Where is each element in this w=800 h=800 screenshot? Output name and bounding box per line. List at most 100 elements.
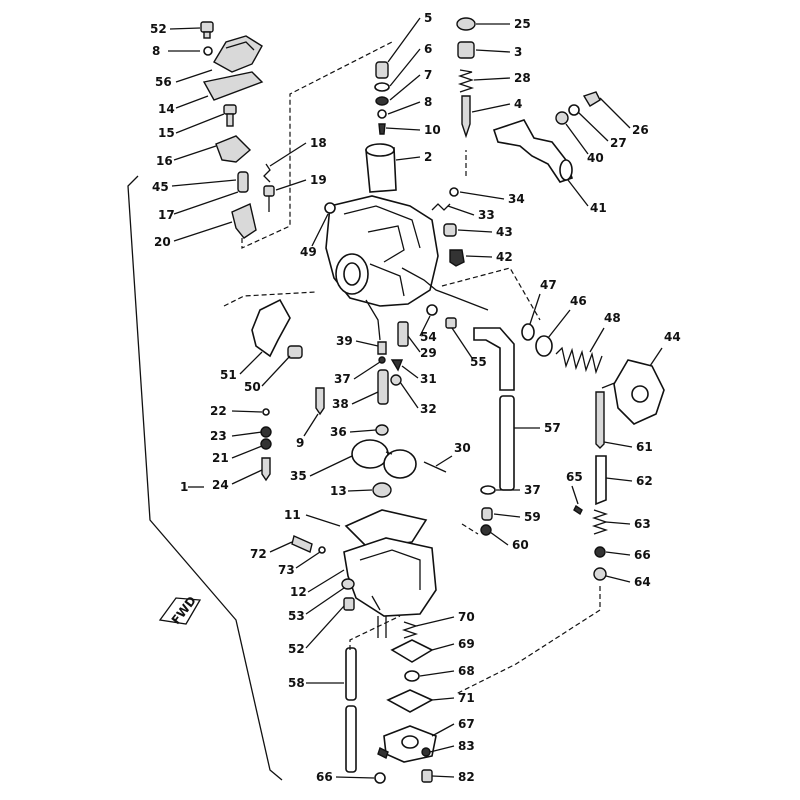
leader-line-p47 [529,293,541,325]
leader-line-p48 [589,327,605,353]
part-label-p41: 41 [590,201,607,215]
leader-line-p72 [269,541,293,553]
leader-line-p29 [407,335,421,353]
part-label-p64: 64 [634,575,651,589]
leader-line-p5 [387,17,421,63]
leader-line-p82 [431,775,455,778]
part-48-return-spring [555,346,603,375]
part-label-p7: 7 [424,68,432,82]
part-43-screw [443,223,457,237]
part-label-p65: 65 [566,470,583,484]
leader-line-p40 [565,123,589,155]
part-61-adjust-screw [595,391,605,449]
part-36-main-jet [375,424,389,436]
part-44-throttle-shaft [601,359,665,425]
leader-line-p70 [415,616,455,627]
leader-line-p53 [305,587,345,615]
leader-line-p59 [493,513,521,518]
part-label-p66a: 66 [634,548,651,562]
part-51-lever [251,298,291,358]
part-18-spring-clip [263,163,271,183]
leader-line-p56 [175,69,213,83]
part-30-float-pin [423,461,447,473]
leader-line-p71 [431,697,455,701]
part-label-p33: 33 [478,208,495,222]
leader-line-p16 [173,145,217,161]
part-label-p54: 54 [420,330,437,344]
part-82-screw [421,769,433,783]
part-32-oring [390,374,402,386]
leader-line-p28 [473,77,511,81]
part-8-washer [203,46,213,56]
guide-line-drain [461,523,479,535]
leader-line-p36 [349,429,377,433]
carburetor-body [325,195,489,341]
leader-line-p69 [431,643,455,651]
part-38-needle-jet [377,369,389,405]
part-label-p37a: 37 [334,372,351,386]
leader-line-p6 [389,48,421,87]
part-33-spring [431,203,451,211]
part-54-washer [426,304,438,316]
part-label-p37b: 37 [524,483,541,497]
assembly-bracket-line [127,175,283,781]
part-label-p31: 31 [420,372,437,386]
part-label-p71: 71 [458,691,475,705]
part-label-p25: 25 [514,17,531,31]
leader-line-p46 [547,309,571,339]
part-label-p39: 39 [336,334,353,348]
part-42-cap [449,249,465,267]
part-label-p58: 58 [288,676,305,690]
leader-line-p3 [475,49,511,53]
part-labels: 5285614151645172018195678102253284262740… [150,11,681,784]
leader-line-p42 [465,255,493,258]
part-label-p61: 61 [636,440,653,454]
leader-line-p27 [577,111,609,142]
part-label-p27: 27 [610,136,627,150]
part-72-screw [291,535,313,553]
leader-line-p41 [567,179,589,207]
part-37b-oring [480,485,496,495]
part-label-p47: 47 [540,278,557,292]
part-label-p49: 49 [300,245,317,259]
leader-line-p24 [231,469,263,485]
leader-line-p51 [239,351,263,375]
part-label-p21: 21 [212,451,229,465]
leader-line-p12 [307,569,345,593]
part-label-p66b: 66 [316,770,333,784]
part-68-oring [404,670,420,682]
leader-line-p22 [231,410,263,413]
guide-line-accelerator [455,586,601,695]
part-53-jet [341,578,355,590]
part-label-p32: 32 [420,402,437,416]
part-52-cap-screw [200,21,214,39]
part-label-p20: 20 [154,235,171,249]
part-34-oring [449,187,459,197]
part-11-bowl-gasket [344,509,428,549]
part-label-p72: 72 [250,547,267,561]
part-label-p35: 35 [290,469,307,483]
part-label-p16: 16 [156,154,173,168]
leader-line-p35 [309,455,353,477]
part-label-p45: 45 [152,180,169,194]
part-label-p13: 13 [330,484,347,498]
part-label-p82: 82 [458,770,475,784]
part-5-spring-seat [375,61,389,79]
part-16-plate [215,135,252,163]
part-label-p51: 51 [220,368,237,382]
part-label-p29: 29 [420,346,437,360]
part-label-p28: 28 [514,71,531,85]
part-70-spring [401,621,419,639]
leader-line-p10 [385,127,421,131]
leader-line-p4 [471,103,511,113]
leader-line-p66a [605,551,631,556]
part-label-p67: 67 [458,717,475,731]
part-label-p10: 10 [424,123,441,137]
part-label-p8b: 8 [424,95,432,109]
part-label-p56: 56 [155,75,172,89]
part-47-washer [521,323,535,341]
part-label-p6: 6 [424,42,432,56]
part-label-p62: 62 [636,474,653,488]
leader-line-p30 [435,455,453,467]
